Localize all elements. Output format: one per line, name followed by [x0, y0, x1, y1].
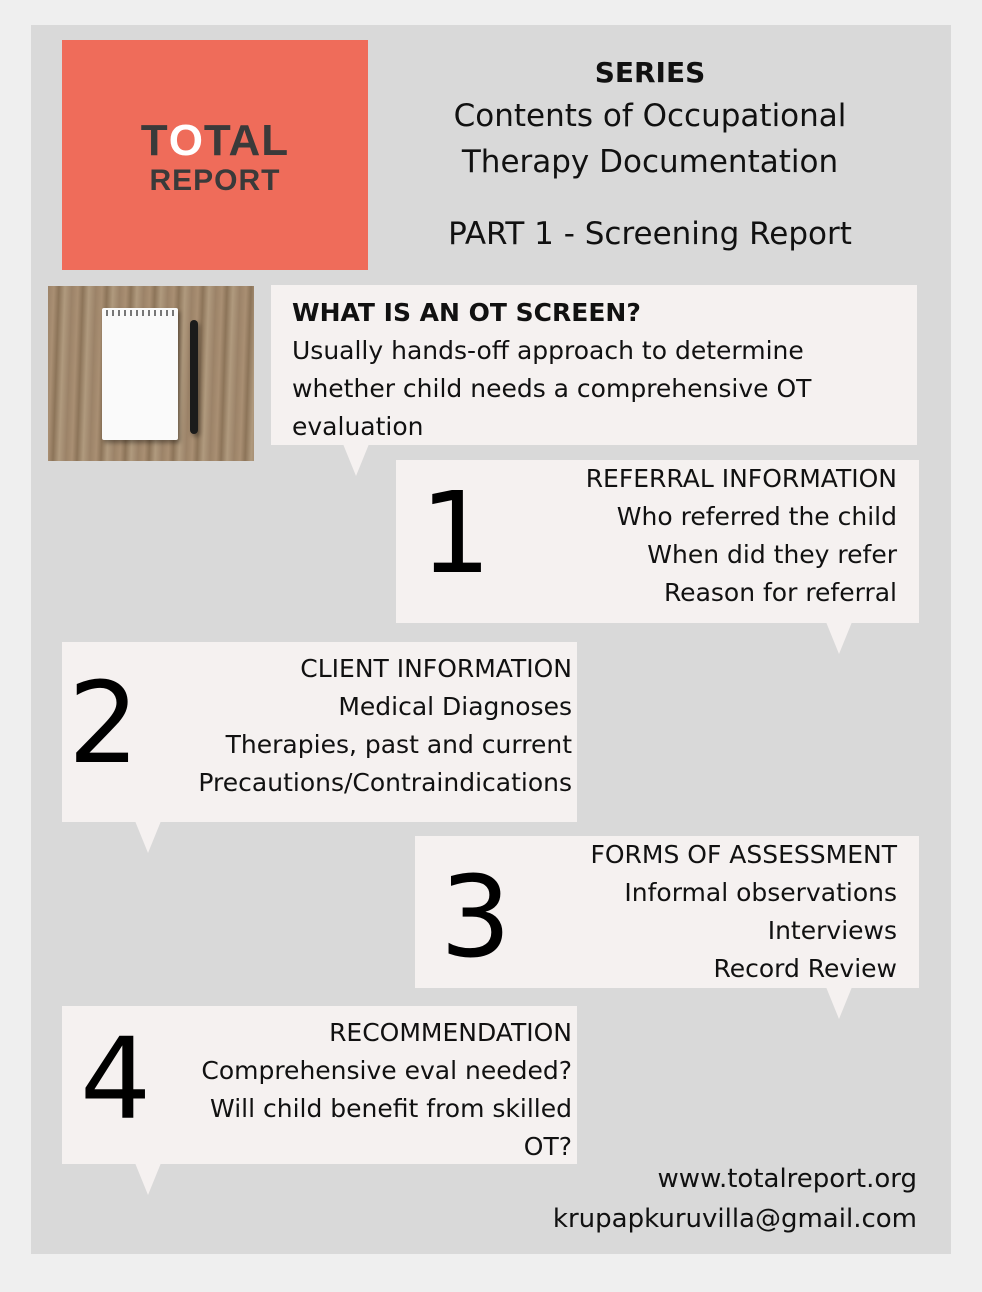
section-item: Record Review [713, 954, 897, 983]
section-item: Reason for referral [663, 578, 897, 607]
section-item: Therapies, past and current [225, 730, 572, 759]
section-item: Informal observations [624, 878, 897, 907]
email-link[interactable]: krupapkuruvilla@gmail.com [552, 1204, 917, 1234]
pen-image [190, 320, 198, 434]
section-3-bubble [415, 836, 919, 988]
notepad-photo [48, 286, 254, 461]
section-1-number: 1 [420, 469, 492, 599]
intro-bubble [271, 285, 917, 445]
section-3-number: 3 [440, 853, 512, 983]
section-4-number: 4 [80, 1015, 152, 1145]
total-report-logo: TOTAL REPORT [62, 40, 368, 270]
section-item: OT? [523, 1132, 572, 1161]
title-line-2: Therapy Documentation [461, 144, 839, 180]
section-1-bubble-tail [826, 622, 852, 654]
section-item: Interviews [767, 916, 897, 945]
section-title: CLIENT INFORMATION [300, 654, 572, 683]
section-1-text: REFERRAL INFORMATION Who referred the ch… [477, 460, 897, 612]
section-2-bubble [62, 642, 577, 822]
logo-word-report: REPORT [149, 164, 281, 197]
section-item: When did they refer [647, 540, 897, 569]
intro-line: Usually hands-off approach to determine [292, 336, 804, 365]
website-link[interactable]: www.totalreport.org [657, 1164, 917, 1194]
section-2-number: 2 [68, 659, 140, 789]
section-item: Comprehensive eval needed? [201, 1056, 572, 1085]
section-3-bubble-tail [826, 987, 852, 1019]
section-item: Precautions/Contraindications [198, 768, 572, 797]
intro-line: whether child needs a comprehensive OT [292, 374, 812, 403]
series-label: SERIES [594, 56, 706, 89]
section-4-bubble [62, 1006, 577, 1164]
title-line-1: Contents of Occupational [453, 98, 847, 134]
section-1-bubble [396, 460, 919, 623]
logo-o-letter: O [168, 116, 204, 165]
section-4-text: RECOMMENDATION Comprehensive eval needed… [150, 1014, 572, 1166]
section-item: Medical Diagnoses [338, 692, 572, 721]
intro-line: evaluation [292, 412, 424, 441]
section-2-text: CLIENT INFORMATION Medical Diagnoses The… [150, 650, 572, 802]
intro-bubble-tail [343, 444, 369, 476]
logo-word-total: TOTAL [140, 116, 290, 165]
section-2-bubble-tail [135, 821, 161, 853]
section-3-text: FORMS OF ASSESSMENT Informal observation… [497, 836, 897, 988]
intro-text: WHAT IS AN OT SCREEN? Usually hands-off … [292, 294, 902, 446]
section-item: Who referred the child [616, 502, 897, 531]
section-item: Will child benefit from skilled [210, 1094, 572, 1123]
intro-question: WHAT IS AN OT SCREEN? [292, 298, 641, 327]
part-subtitle: PART 1 - Screening Report [448, 216, 852, 252]
notepad-image [102, 308, 178, 440]
section-title: REFERRAL INFORMATION [585, 464, 897, 493]
section-4-bubble-tail [135, 1163, 161, 1195]
section-title: FORMS OF ASSESSMENT [590, 840, 897, 869]
section-title: RECOMMENDATION [329, 1018, 572, 1047]
